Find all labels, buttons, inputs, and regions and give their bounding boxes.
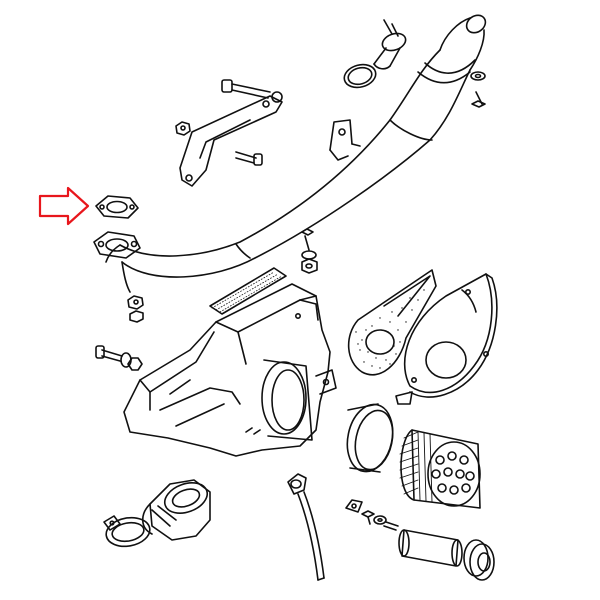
airbox-housing	[123, 283, 337, 457]
rubber-grommet	[463, 539, 495, 581]
intake-ring	[346, 403, 394, 473]
heat-shield-strip	[209, 267, 287, 315]
drain-hose	[287, 473, 325, 581]
filter-spacer	[398, 529, 463, 567]
air-filter-element	[399, 429, 481, 509]
stipple-texture	[355, 289, 425, 369]
exhaust-flange	[93, 231, 141, 259]
retaining-ring	[343, 63, 377, 89]
exhaust-gasket	[95, 195, 139, 219]
pipe-mount-bracket	[329, 119, 361, 161]
bolts-nuts-washers	[95, 71, 486, 531]
hose-clamp	[103, 515, 151, 548]
red-arrow-icon	[38, 186, 90, 226]
intake-boot	[141, 479, 211, 541]
fan-cover-plate	[347, 269, 437, 376]
exhaust-pipe	[105, 14, 487, 293]
hanger-bracket	[175, 79, 283, 187]
silencer-end-cap	[373, 19, 407, 70]
airbox-cover	[395, 273, 498, 405]
